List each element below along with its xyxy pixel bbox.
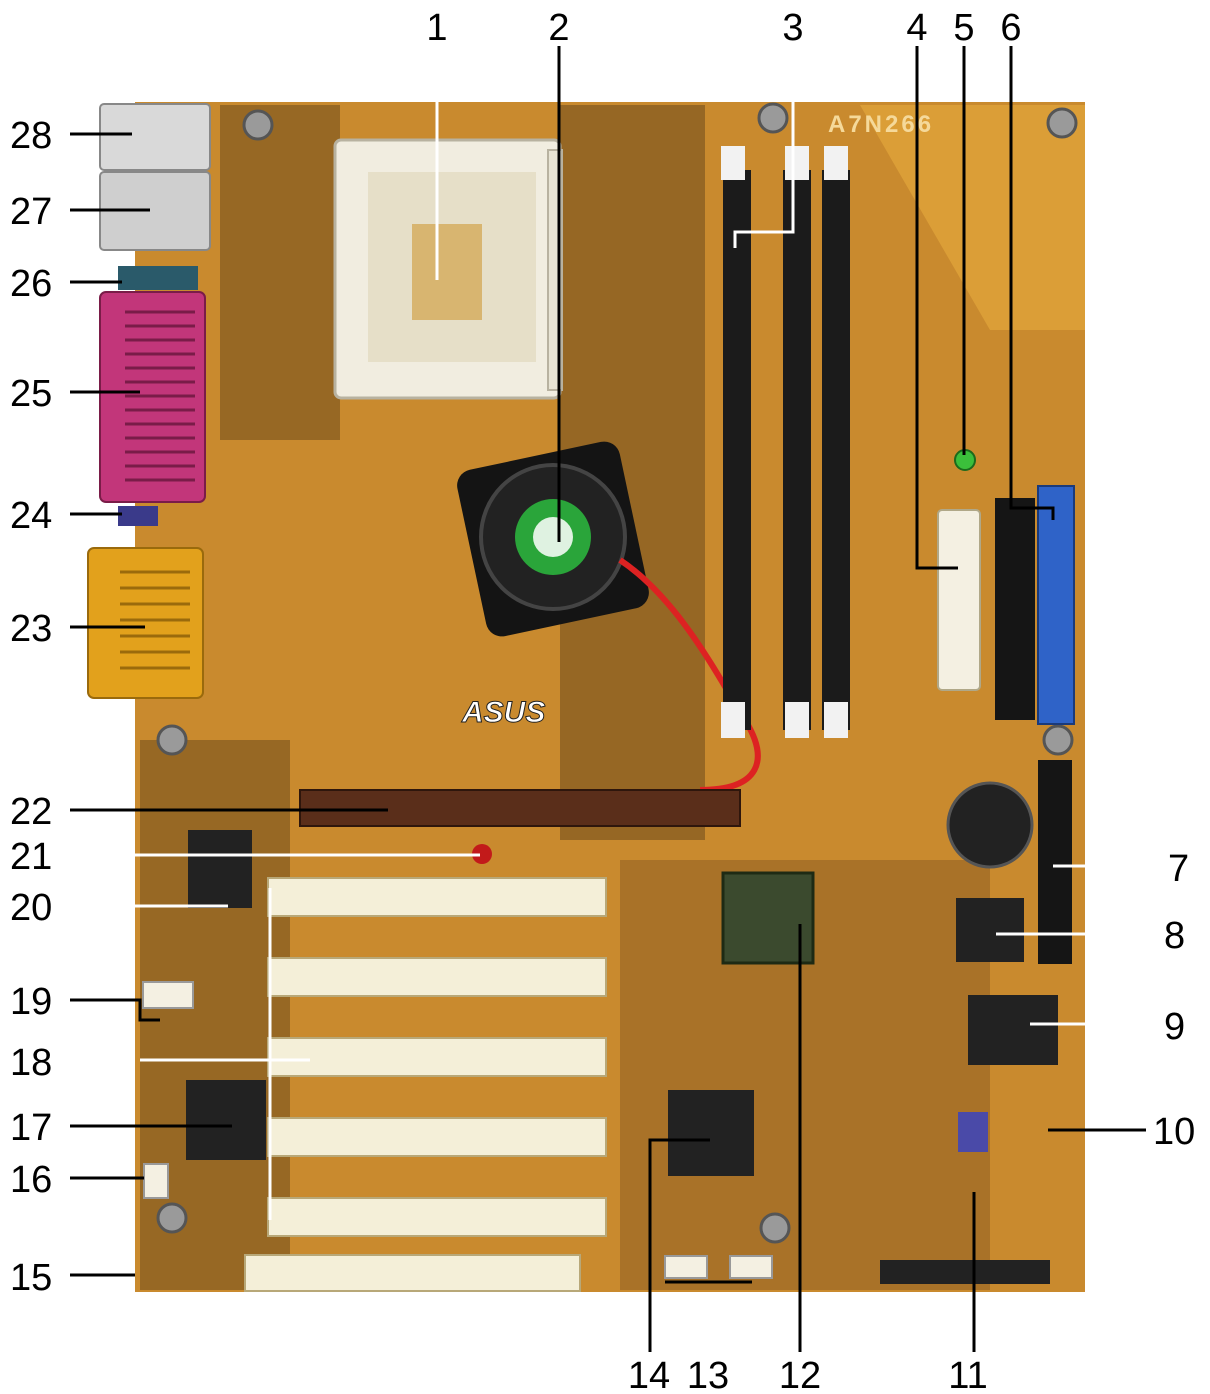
lan-chip: [188, 830, 252, 908]
board-trace-region: [560, 105, 705, 840]
callout-5: 5: [953, 7, 974, 49]
ac97-chip: [668, 1090, 754, 1176]
callout-19: 19: [10, 981, 52, 1023]
callout-24: 24: [10, 495, 52, 537]
flash-rom-chip: [956, 898, 1024, 962]
cpu-socket: [333, 138, 563, 400]
callout-7: 7: [1168, 848, 1189, 890]
cmos-battery: [946, 781, 1034, 869]
game-port: [87, 547, 204, 699]
mounting-hole: [1046, 107, 1078, 139]
board-model-label: A7N266: [828, 111, 934, 138]
agp-led: [472, 844, 492, 864]
ps2-ports: [99, 103, 211, 171]
callout-23: 23: [10, 608, 52, 650]
rear-io: [87, 103, 211, 699]
callout-9: 9: [1164, 1006, 1185, 1048]
board-trace-region-2: [620, 860, 990, 1290]
cpu-socket-center: [412, 224, 482, 320]
mounting-hole: [242, 109, 274, 141]
serial-port-2: [118, 506, 158, 526]
callout-2: 2: [548, 7, 569, 49]
callout-3: 3: [782, 7, 803, 49]
brand-mark: ASUS: [461, 696, 545, 729]
chipset-fan: [457, 441, 761, 793]
callout-numbers: 1 2 3 4 5 6 7 8 9 10 11 12 13 14 15 16 1…: [10, 7, 1195, 1394]
dip-switch: [958, 1112, 988, 1152]
callout-14: 14: [628, 1355, 670, 1394]
dimm-slot: [723, 170, 751, 730]
callout-8: 8: [1164, 915, 1185, 957]
panel-header: [880, 1260, 1050, 1284]
super-io-chip: [968, 995, 1058, 1065]
pci-slot: [267, 957, 607, 997]
pci-slot: [267, 1117, 607, 1157]
callout-25: 25: [10, 373, 52, 415]
callout-4: 4: [906, 7, 927, 49]
dimm-latch: [785, 702, 809, 738]
dimm-latch: [785, 146, 809, 180]
callout-18: 18: [10, 1042, 52, 1084]
board-trace-region-4: [220, 105, 340, 440]
leader-4: [915, 46, 958, 570]
leader-6: [1009, 46, 1055, 520]
ide-connector-secondary: [995, 498, 1035, 720]
callout-1: 1: [426, 7, 447, 49]
south-bridge-chip: [721, 871, 815, 965]
leader-3: [733, 46, 795, 248]
callout-17: 17: [10, 1107, 52, 1149]
callout-13: 13: [687, 1355, 729, 1394]
callout-leaders: [70, 46, 1160, 1352]
mounting-hole: [156, 724, 188, 756]
mounting-hole: [156, 1202, 188, 1234]
callout-28: 28: [10, 115, 52, 157]
pci-slots: [267, 877, 607, 1237]
callout-20: 20: [10, 887, 52, 929]
callout-22: 22: [10, 791, 52, 833]
pci-slot: [267, 1197, 607, 1237]
parallel-port-pins: [125, 310, 195, 482]
dimm-latch: [824, 146, 848, 180]
acr-slot: [244, 1254, 581, 1292]
agp-slot: [299, 789, 741, 827]
dimm-latch: [824, 702, 848, 738]
audio-header: [142, 981, 194, 1009]
dimm-slots: [721, 146, 850, 738]
game-port-pins: [120, 570, 190, 670]
callout-26: 26: [10, 263, 52, 305]
callout-12: 12: [779, 1355, 821, 1394]
motherboard-board: A7N266: [135, 102, 1085, 1292]
callout-10: 10: [1153, 1111, 1195, 1153]
usb-header-2: [729, 1255, 773, 1279]
callout-16: 16: [10, 1159, 52, 1201]
pci-slot: [267, 1037, 607, 1077]
ide-connector-primary: [1037, 485, 1075, 725]
serial-port-1: [118, 266, 198, 290]
mounting-hole: [759, 1212, 791, 1244]
atx-power-connector: [937, 509, 981, 691]
usb-header-1: [664, 1255, 708, 1279]
callout-21: 21: [10, 836, 52, 878]
leader-19: [70, 998, 160, 1022]
pci-slot: [267, 877, 607, 917]
fan-hub-center: [533, 517, 573, 557]
callout-6: 6: [1000, 7, 1021, 49]
dimm-latch: [721, 146, 745, 180]
mounting-hole: [757, 102, 789, 134]
leader-14: [648, 1138, 710, 1352]
dimm-slot: [783, 170, 811, 730]
callout-27: 27: [10, 191, 52, 233]
callout-11: 11: [948, 1355, 987, 1394]
audio-codec-chip: [186, 1080, 266, 1160]
cd-audio-header: [143, 1163, 169, 1199]
mounting-hole: [1042, 724, 1074, 756]
floppy-connector: [1038, 760, 1072, 964]
dimm-latch: [721, 702, 745, 738]
dimm-slot: [822, 170, 850, 730]
callout-15: 15: [10, 1257, 52, 1299]
